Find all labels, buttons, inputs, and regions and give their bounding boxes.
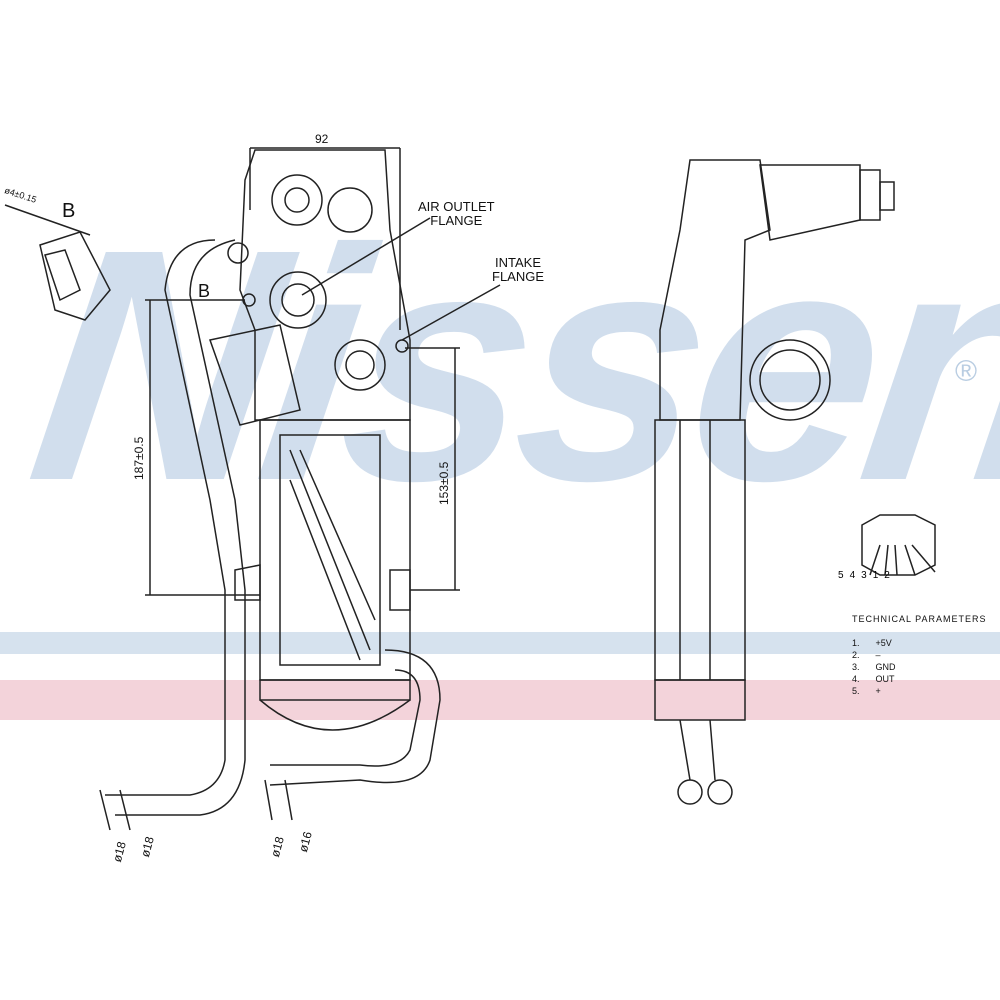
intake-flange-label: INTAKE FLANGE [492,255,545,285]
height-dimension-right: 153±0.5 [437,461,451,505]
pin-label: 1 [872,570,879,581]
width-dimension: 92 [315,132,329,146]
detail-b-callout: B [198,281,211,301]
pin-value: OUT [875,674,895,684]
pin-label: 5 [838,570,844,581]
technical-parameters-title: TECHNICAL PARAMETERS [852,614,987,624]
detail-b-connector [4,204,111,321]
parameter-row: 4. OUT [852,674,987,684]
pin-value: + [875,686,881,696]
pin-value: +5V [875,638,892,648]
connector-pinout [861,514,936,576]
parameter-row: 1. +5V [852,638,987,648]
side-view [654,159,895,805]
blue-stripe [0,632,1000,654]
pin-number: 1. [852,638,860,648]
parameter-row: 3. GND [852,662,987,672]
registered-mark: ® [955,355,978,388]
detail-b-label: B [62,200,76,222]
pin-value: GND [875,662,896,672]
pin-label: 4 [849,570,856,581]
front-view [99,147,501,831]
parameter-row: 5. + [852,686,987,696]
pin-label: 2 [884,570,890,581]
connector-pin-labels: 5 4 3 1 2 [838,570,890,581]
pin-label: 3 [861,570,867,581]
pin-number: 4. [852,674,860,684]
pin-value: – [875,650,881,660]
pink-stripe [0,680,1000,720]
parameter-row: 2. – [852,650,987,660]
pin-number: 5. [852,686,860,696]
air-outlet-flange-label: AIR OUTLET FLANGE [418,199,495,229]
pin-number: 3. [852,662,860,672]
pin-number: 2. [852,650,860,660]
height-dimension-left: 187±0.5 [132,436,146,480]
technical-parameters: TECHNICAL PARAMETERS 1. +5V 2. – 3. GND 4. O… [852,614,987,696]
